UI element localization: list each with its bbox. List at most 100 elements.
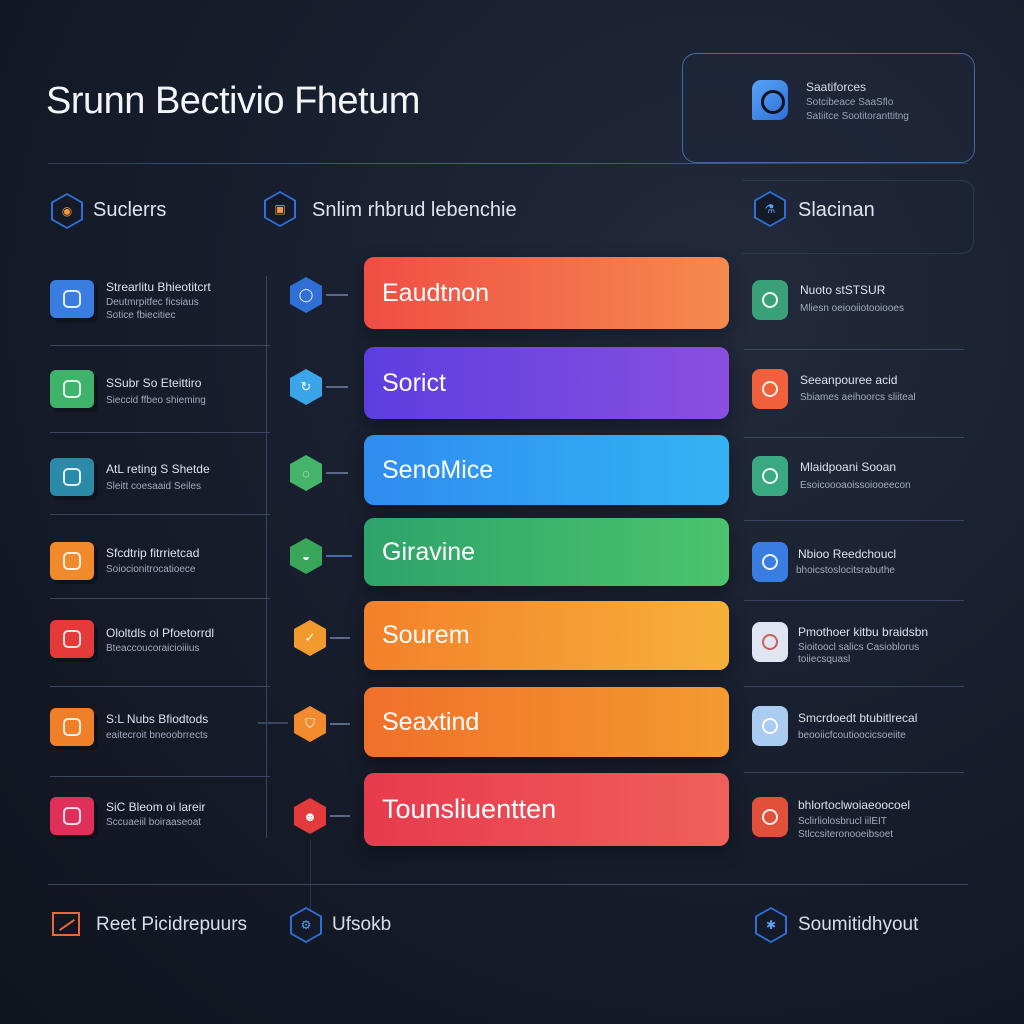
left-row-icon [50,797,94,835]
row-divider [744,520,964,521]
header-left: Suclerrs [93,199,167,221]
timeline-node[interactable]: ◒ [290,538,322,574]
page-title: Srunn Bectivio Fhetum [46,80,420,122]
row-divider [50,514,270,515]
row-divider [50,345,270,346]
info-card-line: Satiitce Sootitoranttitng [806,111,909,122]
row-divider [744,772,964,773]
node-link [326,294,348,296]
timeline-node[interactable]: ✓ [294,620,326,656]
footer-center[interactable]: Ufsokb [332,914,392,935]
left-row-icon [50,708,94,746]
info-card-line: Sotcibeace SaaSflo [806,97,894,108]
left-row-icon [50,280,94,318]
cloud-icon: ◯ [298,287,314,302]
left-row-icon [50,458,94,496]
stage-bar[interactable]: Tounsliuentten [364,773,729,846]
row-divider [50,598,270,599]
info-card[interactable] [682,53,975,163]
settings-icon: ✱ [755,907,787,943]
row-divider [50,776,270,777]
footer-divider [48,884,968,885]
right-row-icon [752,797,788,837]
box-icon: ▣ [264,191,296,227]
left-row-title: AtL reting S Shetde [106,462,210,476]
right-row-sub: toiiecsquasl [798,654,851,665]
timeline-tail [310,840,311,910]
right-row-sub: bhoicstoslocitsrabuthe [796,565,895,576]
stage-bar[interactable]: Seaxtind [364,687,729,757]
node-link [330,815,350,817]
info-card-title: Saatiforces [806,80,867,94]
left-row-sub: Bteaccoucoraicioiiius [106,643,200,654]
footer-left[interactable]: Reet Picidrepuurs [96,914,248,935]
row-divider [744,437,964,438]
right-row-icon [752,280,788,320]
row-divider [744,600,964,601]
timeline-node[interactable]: ◌ [290,455,322,491]
stage-bar[interactable]: Sourem [364,601,729,670]
left-row-sub: eaitecroit bneoobrrects [106,730,208,741]
globe-icon: ◉ [51,193,83,229]
left-row-icon [50,542,94,580]
node-link [326,555,352,557]
stage-bar-label: Giravine [382,537,476,566]
footer-right[interactable]: Soumitidhyout [798,914,919,935]
left-row-title: SSubr So Eteittiro [106,376,202,390]
right-row-sub: Sclirliolosbrucl iilEIT [798,816,887,827]
row-divider [744,686,964,687]
node-link [258,722,288,724]
right-row-sub: Esoicoooaoissoiooeecon [800,480,911,491]
left-row-sub: Sccuaeiil boiraaseoat [106,817,202,828]
refresh-icon: ↻ [300,379,312,394]
left-row-sub: Deutmrpitfec ficsiaus [106,297,199,308]
right-row-sub: beooiicfcoutioocicsoeiite [798,730,906,741]
left-row-icon [50,620,94,658]
timeline-node[interactable]: ↻ [290,369,322,405]
stage-bar-label: Eaudtnon [382,278,490,307]
timeline-node[interactable]: ◯ [290,277,322,313]
left-row-title: Ololtdls ol Pfoetorrdl [106,626,215,640]
shield-icon: ⛉ [305,716,315,731]
left-row-title: Sfcdtrip fitrrietcad [106,546,200,560]
right-row-title: Seeanpouree acid [800,373,898,387]
row-divider [50,686,270,687]
left-row-icon [50,370,94,408]
row-divider [50,432,270,433]
right-row-icon [752,369,788,409]
gear-icon: ⚙ [290,907,322,943]
node-link [330,637,350,639]
timeline-line [266,276,267,838]
header-right: Slacinan [798,199,875,221]
left-row-title: SiC Bleom oi lareir [106,800,206,814]
right-row-sub: Stlccsiteronooeibsoet [798,829,894,840]
right-row-icon [752,456,788,496]
chart-icon [52,912,80,936]
header-panel-outline [742,180,974,254]
node-link [326,386,348,388]
node-link [326,472,348,474]
right-row-icon [752,706,788,746]
header-center: Snlim rhbrud lebenchie [312,199,517,221]
stage-bar[interactable]: Sorict [364,347,729,419]
right-row-title: Nuoto stSTSUR [800,283,886,297]
right-row-title: Mlaidpoani Sooan [800,460,897,474]
stage-bar[interactable]: SenoMice [364,435,729,505]
timeline-node[interactable]: ⛉ [294,706,326,742]
title-divider [48,163,968,164]
left-row-sub: Sotice fbiecitiec [106,310,176,321]
right-row-title: Pmothoer kitbu braidsbn [798,625,929,639]
basket-icon: ◒ [302,548,310,564]
chat-icon: ◌ [302,465,310,481]
row-divider [744,349,964,350]
stage-bar[interactable]: Giravine [364,518,729,586]
left-row-sub: Sieccid ffbeo shieming [106,395,206,406]
right-row-sub: Sbiames aeihoorcs sliiteal [800,392,916,403]
right-row-title: bhlortoclwoiaeoocoel [798,798,911,812]
right-row-title: Nbioo Reedchoucl [798,547,897,561]
stage-bar-label: Sorict [382,368,446,397]
stage-bar-label: Seaxtind [382,707,480,736]
stage-bar[interactable]: Eaudtnon [364,257,729,329]
timeline-node[interactable]: ☻ [294,798,326,834]
left-row-sub: Sleitt coesaaid Seiles [106,481,202,492]
